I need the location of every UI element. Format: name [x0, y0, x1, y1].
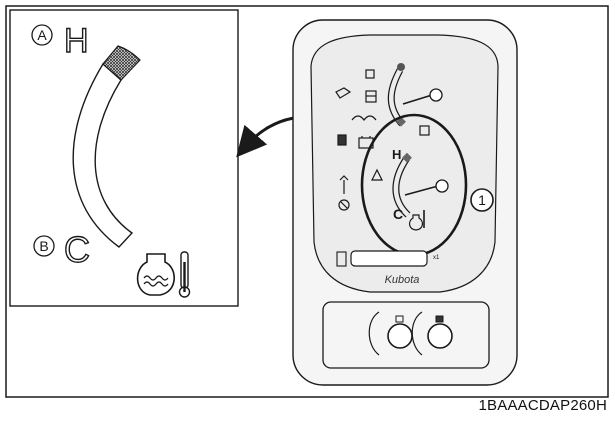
engine-oil-icon — [335, 87, 352, 99]
callout-1-label: 1 — [478, 192, 486, 208]
hot-zone — [102, 45, 141, 81]
marker-a-label: A — [37, 27, 47, 43]
hour-meter-window — [350, 250, 428, 267]
hour-meter: x1 — [336, 250, 440, 267]
panel-coolant-icon — [409, 210, 425, 231]
hot-letter: H — [64, 22, 89, 60]
fuel-icon — [365, 90, 377, 103]
fuel-gauge — [387, 63, 443, 127]
instrument-panel: H C 1 x1 Kubota — [292, 19, 518, 386]
brand-logo: Kubota — [385, 274, 420, 286]
panel-cold-letter: C — [393, 206, 403, 222]
parking-brake-icon — [337, 134, 347, 146]
figure-code: 1BAAACDAP260H — [478, 397, 607, 414]
air-filter-icon — [338, 199, 350, 211]
hydraulic-icon — [419, 125, 430, 136]
service-icon — [339, 175, 349, 194]
callout-1: 1 — [470, 188, 494, 212]
hour-meter-unit: x1 — [433, 255, 440, 261]
warning-lamp-column — [335, 69, 430, 211]
glow-plug-icon — [351, 115, 377, 121]
marker-a: A — [31, 24, 53, 46]
figure-frame — [5, 5, 609, 398]
marker-b: B — [33, 235, 55, 257]
right-switch — [411, 311, 453, 356]
coolant-gauge: H C — [392, 147, 449, 231]
marker-b-label: B — [39, 238, 48, 254]
gauge-band — [72, 62, 134, 248]
inset-enlarged-gauge: A H B C — [9, 9, 239, 307]
cold-letter: C — [64, 229, 90, 270]
warning-triangle-icon — [371, 168, 383, 181]
engine-coolant-temperature-icon — [136, 251, 191, 298]
panel-hot-letter: H — [392, 147, 401, 162]
charge-icon — [365, 69, 375, 79]
